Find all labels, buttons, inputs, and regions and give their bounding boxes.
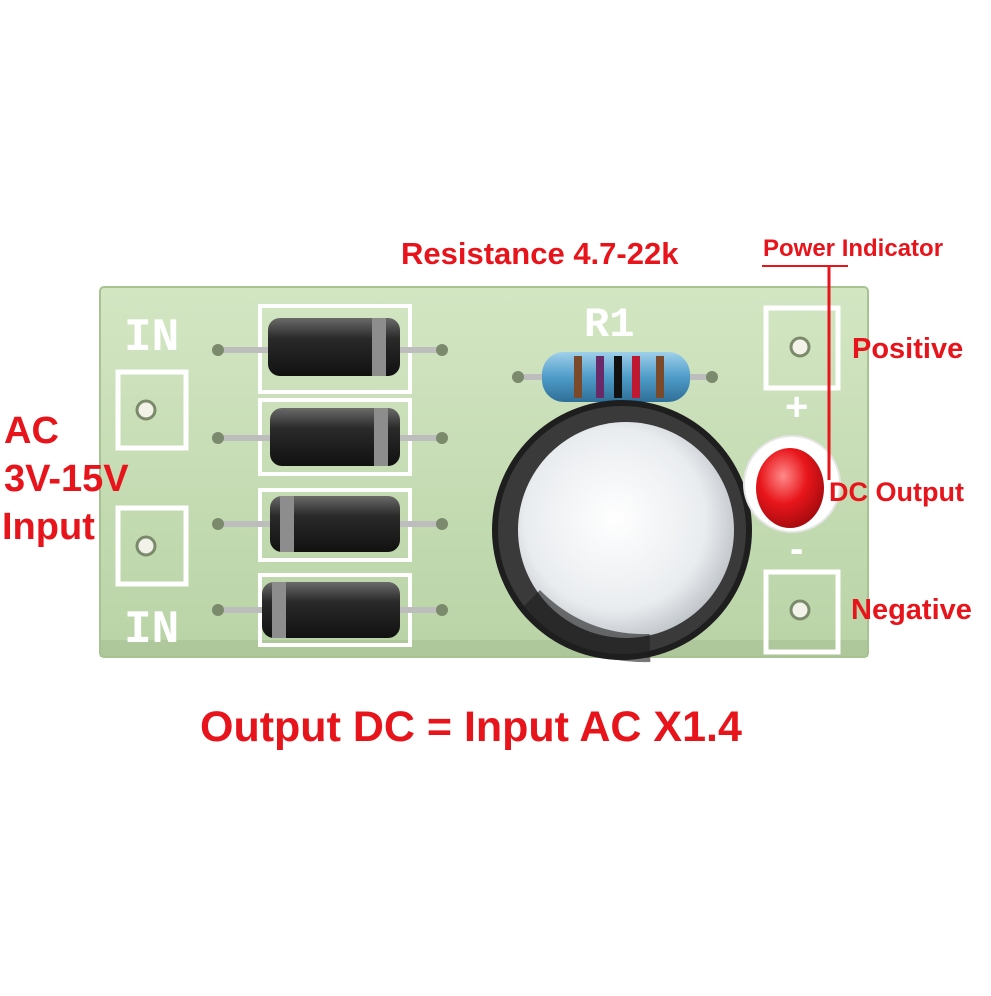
diode-3 bbox=[212, 496, 448, 552]
input-pad-bottom bbox=[115, 505, 189, 587]
silkscreen-plus: + bbox=[785, 385, 808, 429]
label-resistance: Resistance 4.7-22k bbox=[401, 236, 679, 271]
silkscreen-in-top: IN bbox=[124, 312, 179, 364]
label-ac-voltage-range: 3V-15V bbox=[4, 458, 129, 500]
silkscreen-in-bottom: IN bbox=[124, 604, 179, 656]
label-positive: Positive bbox=[852, 333, 964, 365]
label-input: Input bbox=[2, 506, 95, 548]
diode-2 bbox=[212, 408, 448, 466]
silkscreen-r1: R1 bbox=[584, 301, 634, 349]
label-dc-output: DC Output bbox=[829, 477, 964, 507]
label-negative: Negative bbox=[851, 594, 972, 626]
resistor-r1 bbox=[512, 352, 718, 402]
diode-4 bbox=[212, 582, 448, 638]
label-formula: Output DC = Input AC X1.4 bbox=[200, 703, 742, 751]
output-pad-negative bbox=[763, 569, 841, 655]
input-pad-top bbox=[115, 369, 189, 451]
label-ac: AC bbox=[4, 410, 59, 452]
diode-1 bbox=[212, 318, 448, 376]
electrolytic-capacitor bbox=[492, 400, 752, 663]
power-indicator-led bbox=[743, 435, 841, 533]
silkscreen-minus: - bbox=[790, 527, 803, 571]
label-power-indicator: Power Indicator bbox=[763, 235, 944, 262]
output-pad-positive bbox=[763, 305, 841, 391]
